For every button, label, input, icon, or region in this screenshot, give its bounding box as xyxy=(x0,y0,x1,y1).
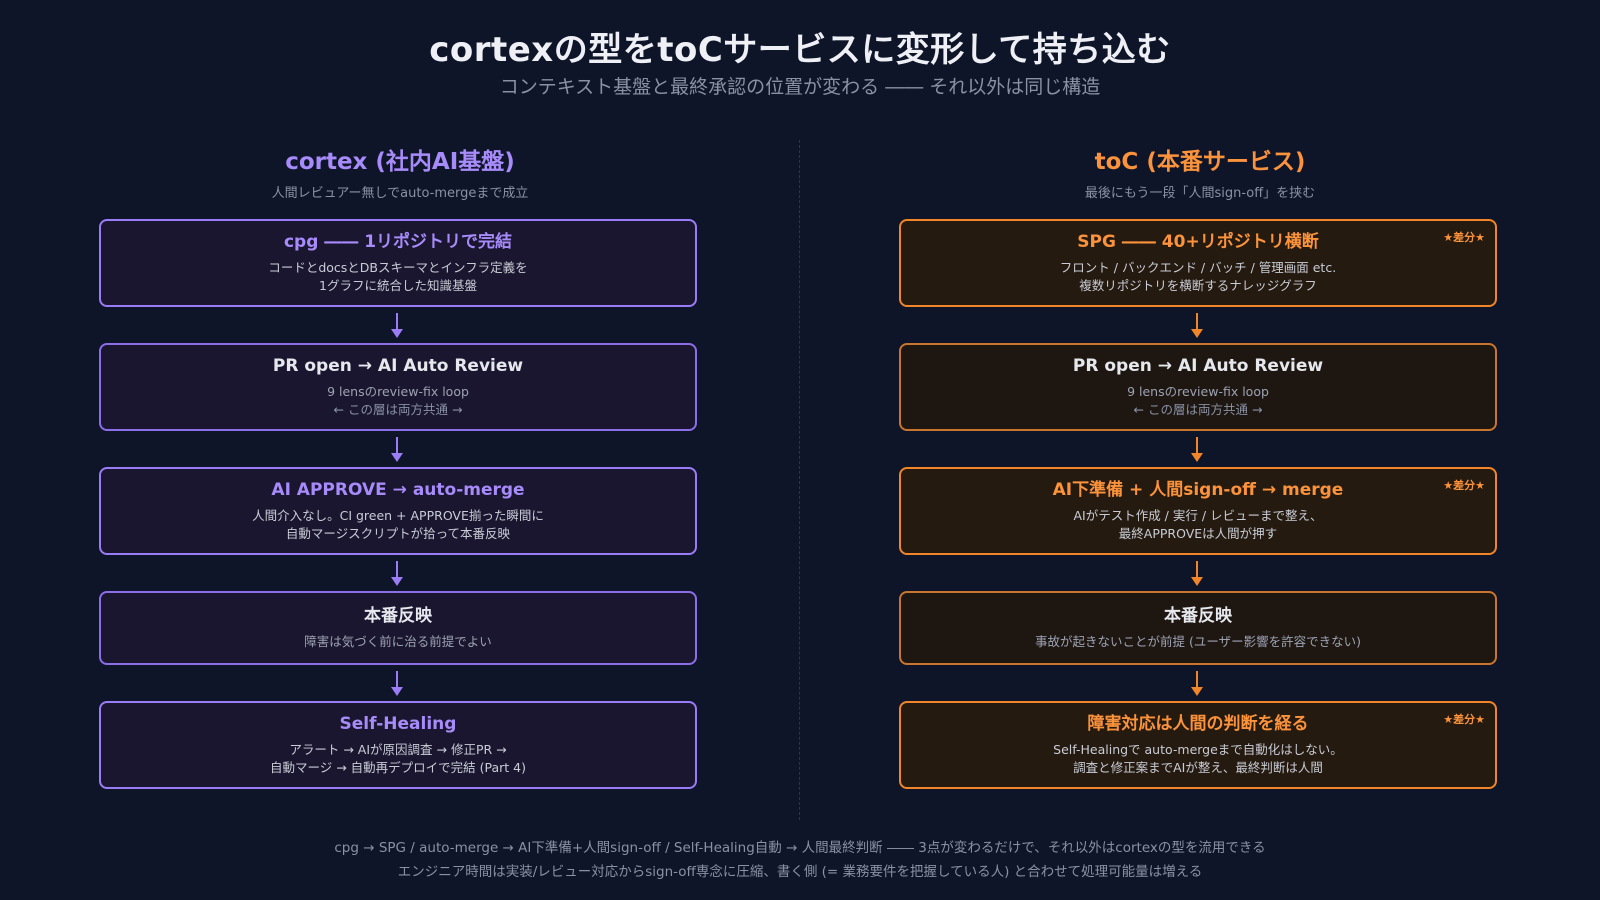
step-desc-line1: コードとdocsとDBスキーマとインフラ定義を xyxy=(268,260,528,275)
step-desc-line2: 自動マージ → 自動再デプロイで完結 (Part 4) xyxy=(269,760,526,775)
step-title: PR open → AI Auto Review xyxy=(272,356,524,376)
page-title: cortexの型をtoCサービスに変形して持ち込む xyxy=(429,30,1171,70)
toc-column: toC (本番サービス) 最後にもう一段「人間sign-off」を挟む ★差分★… xyxy=(899,146,1501,789)
step-desc-line2: 複数リポジトリを横断するナレッジグラフ xyxy=(1079,278,1317,293)
toc-step-signoff: ★差分★ AI下準備 + 人間sign-off → merge AIがテスト作成… xyxy=(899,467,1497,555)
step-desc-line2: 調査と修正案までAIが整え、最終判断は人間 xyxy=(1073,760,1323,775)
step-title: cpg ―― 1リポジトリで完結 xyxy=(283,232,513,252)
step-title: AI APPROVE → auto-merge xyxy=(271,480,525,500)
step-desc-line1: 9 lensのreview-fix loop xyxy=(327,384,469,399)
step-title: AI下準備 + 人間sign-off → merge xyxy=(1052,480,1344,500)
footer-summary: cpg → SPG / auto-merge → AI下準備+人間sign-of… xyxy=(334,840,1266,856)
diff-badge: ★差分★ xyxy=(1443,231,1485,244)
step-desc-line2: 自動マージスクリプトが拾って本番反映 xyxy=(285,526,511,541)
step-description: 9 lensのreview-fix loop ← この層は両方共通 → xyxy=(1127,383,1269,419)
cortex-heading: cortex (社内AI基盤) xyxy=(285,149,515,175)
step-title: SPG ―― 40+リポジトリ横断 xyxy=(1077,232,1319,252)
step-description: 9 lensのreview-fix loop ← この層は両方共通 → xyxy=(327,383,469,419)
diff-badge: ★差分★ xyxy=(1443,713,1485,726)
step-desc-line2: 最終APPROVEは人間が押す xyxy=(1118,526,1278,541)
step-desc-line1: フロント / バックエンド / バッチ / 管理画面 etc. xyxy=(1059,260,1337,275)
step-desc-line2: ← この層は両方共通 → xyxy=(1133,402,1263,417)
step-title: 本番反映 xyxy=(1164,606,1232,626)
cortex-step-approve: AI APPROVE → auto-merge 人間介入なし。CI green … xyxy=(99,467,697,555)
cortex-step-self-healing: Self-Healing アラート → AIが原因調査 → 修正PR → 自動マー… xyxy=(99,701,697,789)
step-title: 本番反映 xyxy=(364,606,432,626)
step-description: フロント / バックエンド / バッチ / 管理画面 etc. 複数リポジトリを横… xyxy=(1060,259,1336,295)
step-desc-line2: 1グラフに統合した知識基盤 xyxy=(319,278,477,293)
step-description: Self-Healingで auto-mergeまで自動化はしない。調査と修正案… xyxy=(1053,741,1343,777)
toc-subheading: 最後にもう一段「人間sign-off」を挟む xyxy=(1084,186,1316,201)
toc-heading: toC (本番サービス) xyxy=(1094,149,1306,175)
step-description: 人間介入なし。CI green + APPROVE揃った瞬間に自動マージスクリプ… xyxy=(252,507,544,543)
step-desc-line1: AIがテスト作成 / 実行 / レビューまで整え、 xyxy=(1073,508,1323,523)
step-description: コードとdocsとDBスキーマとインフラ定義を 1グラフに統合した知識基盤 xyxy=(268,259,527,295)
toc-step-spg: ★差分★ SPG ―― 40+リポジトリ横断 フロント / バックエンド / バ… xyxy=(899,219,1497,307)
toc-step-review: PR open → AI Auto Review 9 lensのreview-f… xyxy=(899,343,1497,431)
step-desc-line2: ← この層は両方共通 → xyxy=(333,402,463,417)
cortex-step-cpg: cpg ―― 1リポジトリで完結 コードとdocsとDBスキーマとインフラ定義を… xyxy=(99,219,697,307)
step-desc-line1: アラート → AIが原因調査 → 修正PR → xyxy=(289,742,507,757)
step-title: Self-Healing xyxy=(339,714,457,734)
cortex-step-production: 本番反映 障害は気づく前に治る前提でよい xyxy=(99,591,697,665)
page-subtitle: コンテキスト基盤と最終承認の位置が変わる ―― それ以外は同じ構造 xyxy=(499,76,1101,98)
toc-step-incident: ★差分★ 障害対応は人間の判断を経る Self-Healingで auto-me… xyxy=(899,701,1497,789)
cortex-step-review: PR open → AI Auto Review 9 lensのreview-f… xyxy=(99,343,697,431)
step-description: 事故が起きないことが前提 (ユーザー影響を許容できない) xyxy=(1035,634,1361,649)
cortex-subheading: 人間レビュアー無しでauto-mergeまで成立 xyxy=(271,186,529,201)
step-title: PR open → AI Auto Review xyxy=(1072,356,1324,376)
step-description: AIがテスト作成 / 実行 / レビューまで整え、最終APPROVEは人間が押す xyxy=(1073,507,1322,543)
step-desc-line1: 9 lensのreview-fix loop xyxy=(1127,384,1269,399)
step-desc-line1: Self-Healingで auto-mergeまで自動化はしない。 xyxy=(1053,742,1343,757)
step-title: 障害対応は人間の判断を経る xyxy=(1087,714,1309,734)
cortex-column: cortex (社内AI基盤) 人間レビュアー無しでauto-mergeまで成立… xyxy=(99,146,701,789)
footer-note: エンジニア時間は実装/レビュー対応からsign-off専念に圧縮、書く側 (= … xyxy=(397,864,1203,880)
column-divider xyxy=(799,140,800,820)
diff-badge: ★差分★ xyxy=(1443,479,1485,492)
step-desc-line1: 人間介入なし。CI green + APPROVE揃った瞬間に xyxy=(252,508,544,523)
step-description: アラート → AIが原因調査 → 修正PR → 自動マージ → 自動再デプロイで完… xyxy=(270,741,526,777)
toc-step-production: 本番反映 事故が起きないことが前提 (ユーザー影響を許容できない) xyxy=(899,591,1497,665)
step-description: 障害は気づく前に治る前提でよい xyxy=(304,634,492,649)
